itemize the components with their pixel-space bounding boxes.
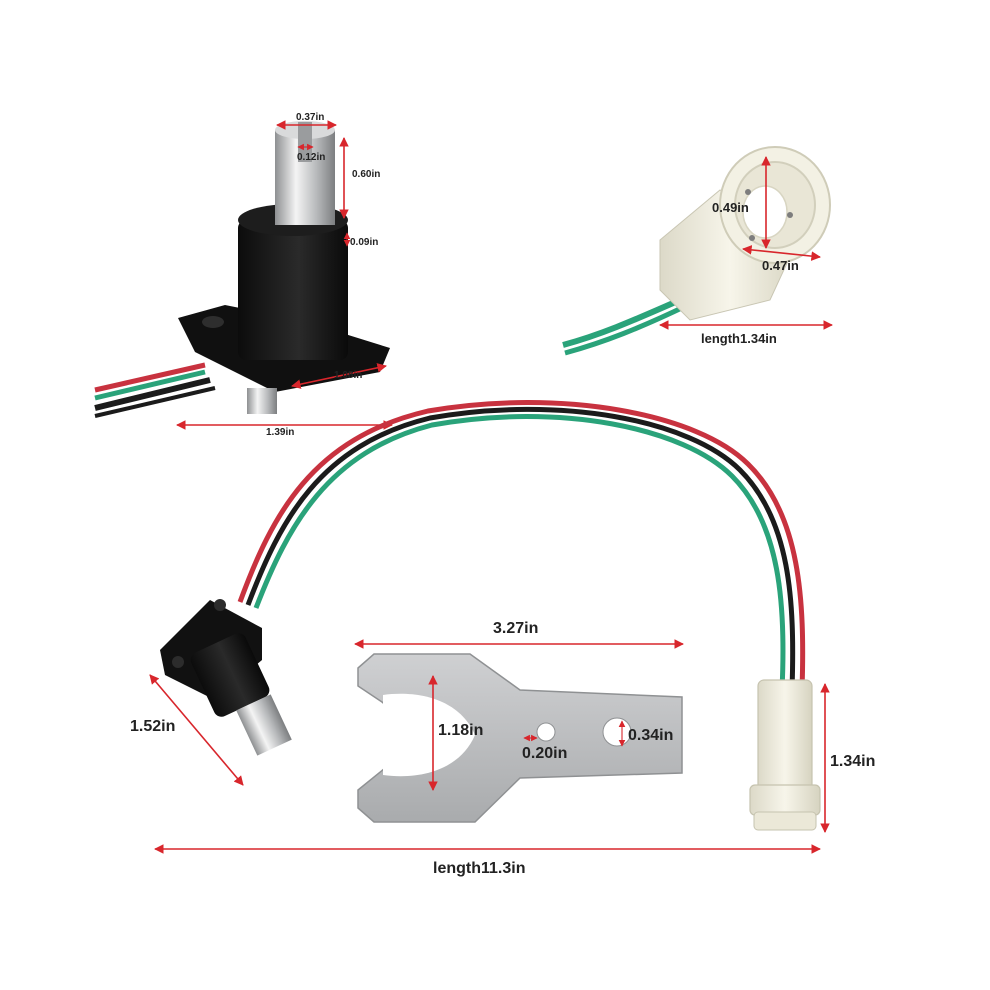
connector-width-dim-line bbox=[742, 245, 821, 261]
connector-icon bbox=[659, 146, 831, 321]
wire-harness-icon bbox=[94, 362, 216, 418]
connector-height-label: 0.49in bbox=[712, 200, 749, 215]
collar-label: 0.09in bbox=[350, 237, 378, 248]
flange-depth-dim-line bbox=[291, 363, 387, 389]
slot-width-label: 0.12in bbox=[297, 152, 325, 163]
sensor-icon bbox=[160, 599, 292, 756]
bracket-length-label: 3.27in bbox=[493, 620, 538, 637]
connector-width-label: 0.47in bbox=[762, 258, 799, 273]
connector-length-label: length1.34in bbox=[701, 331, 777, 346]
wire-harness-icon bbox=[237, 400, 806, 691]
assembly-panel: 1.52in 3.27in 1.18in 0.20in 0.34in 1.34i… bbox=[130, 400, 875, 877]
connector-detail-panel: 0.49in 0.47in length1.34in bbox=[562, 146, 833, 356]
small-hole-label: 0.20in bbox=[522, 745, 567, 762]
sensor-length-label: 1.52in bbox=[130, 718, 175, 735]
sensor-detail-panel: 0.37in 0.12in 0.60in 0.09in 1.08in 1.39i… bbox=[94, 112, 393, 438]
base-width-label: 1.39in bbox=[266, 427, 294, 438]
large-hole-label: 0.34in bbox=[628, 727, 673, 744]
shaft-height-label: 0.60in bbox=[352, 169, 380, 180]
bracket-opening-label: 1.18in bbox=[438, 722, 483, 739]
total-length-label: length11.3in bbox=[433, 860, 525, 877]
shaft-width-label: 0.37in bbox=[296, 112, 324, 123]
flange-depth-label: 1.08in bbox=[334, 370, 362, 381]
connector-height-label: 1.34in bbox=[830, 753, 875, 770]
sensor-length-dim-line bbox=[149, 674, 244, 786]
wire-harness-icon bbox=[562, 297, 690, 356]
connector-icon bbox=[749, 679, 821, 831]
